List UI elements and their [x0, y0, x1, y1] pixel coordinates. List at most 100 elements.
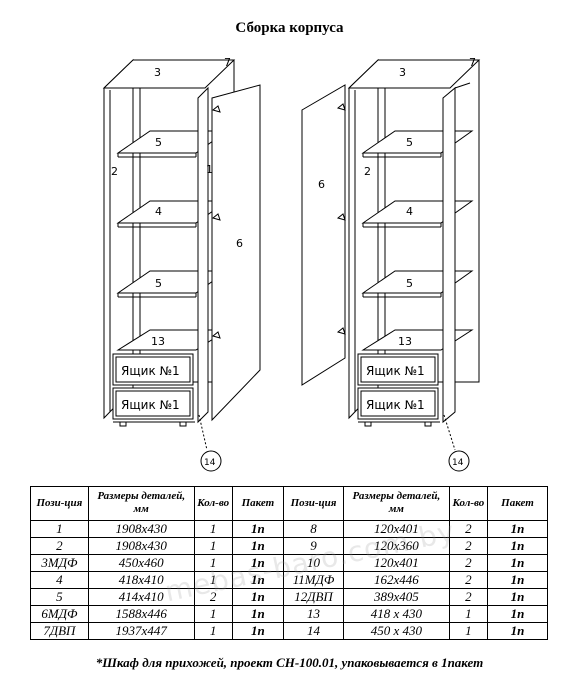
table-cell: 7ДВП — [30, 622, 89, 640]
table-cell: 2 — [30, 537, 89, 555]
table-cell: 2 — [448, 520, 488, 538]
table-cell: 1п — [486, 571, 549, 589]
drawer-label: Ящик №1 — [366, 364, 425, 378]
table-cell: 2 — [448, 537, 488, 555]
footnote: *Шкаф для прихожей, проект СН-100.01, уп… — [95, 655, 484, 670]
table-cell: 418 x 430 — [343, 605, 450, 623]
table-cell: 1п — [231, 571, 285, 589]
column-header: Размеры деталей, мм — [343, 486, 450, 521]
part-label: 6 — [236, 237, 243, 250]
table-header-row: Пози-ция Размеры деталей, мм Кол-во Паке… — [30, 486, 549, 521]
part-label: 3 — [154, 66, 161, 79]
table-cell: 14 — [283, 622, 344, 640]
table-cell: 8 — [283, 520, 344, 538]
part-label: 13 — [398, 335, 412, 348]
table-cell: 13 — [283, 605, 344, 623]
table-cell: 1п — [231, 537, 285, 555]
column-header: Пози-ция — [283, 486, 344, 521]
table-cell: 4 — [30, 571, 89, 589]
column-header: Кол-во — [448, 486, 488, 521]
table-row: 4 418x410 1 1п 11МДФ 162x446 2 1п — [30, 571, 549, 589]
table-cell: 1п — [231, 622, 285, 640]
table-cell: 1 — [448, 622, 488, 640]
table-cell: 1п — [231, 554, 285, 572]
table-cell: 1588x446 — [87, 605, 195, 623]
table-row: 1 1908x430 1 1п 8 120x401 2 1п — [30, 520, 549, 538]
part-label: 13 — [151, 335, 165, 348]
part-label: 3 — [399, 66, 406, 79]
parts-table: Пози-ция Размеры деталей, мм Кол-во Паке… — [30, 486, 549, 640]
table-cell: 9 — [283, 537, 344, 555]
table-cell: 120x401 — [343, 554, 450, 572]
table-cell: 450 x 430 — [343, 622, 450, 640]
table-cell: 414x410 — [87, 588, 195, 606]
left-cabinet — [102, 58, 261, 472]
table-cell: 389x405 — [343, 588, 450, 606]
table-cell: 1п — [486, 605, 549, 623]
table-cell: 2 — [448, 554, 488, 572]
table-row: 2 1908x430 1 1п 9 120x360 2 1п — [30, 537, 549, 555]
table-cell: 3МДФ — [30, 554, 89, 572]
callout-number: 14 — [452, 458, 464, 468]
table-row: 3МДФ 450x460 1 1п 10 120x401 2 1п — [30, 554, 549, 572]
table-cell: 6МДФ — [30, 605, 89, 623]
table-row: 7ДВП 1937x447 1 1п 14 450 x 430 1 1п — [30, 622, 549, 640]
table-cell: 2 — [448, 571, 488, 589]
table-cell: 1 — [30, 520, 89, 538]
table-cell: 2 — [193, 588, 233, 606]
table-cell: 1 — [193, 571, 233, 589]
table-cell: 120x360 — [343, 537, 450, 555]
table-cell: 418x410 — [87, 571, 195, 589]
column-header: Пакет — [486, 486, 549, 521]
table-cell: 5 — [30, 588, 89, 606]
table-cell: 2 — [448, 588, 488, 606]
part-label: 5 — [406, 136, 413, 149]
table-cell: 1п — [231, 520, 285, 538]
table-cell: 1908x430 — [87, 537, 195, 555]
part-label: 1 — [206, 163, 213, 176]
part-label: 7 — [469, 56, 476, 69]
table-cell: 1п — [486, 520, 549, 538]
table-row: 5 414x410 2 1п 12ДВП 389x405 2 1п — [30, 588, 549, 606]
part-label: 5 — [155, 136, 162, 149]
part-label: 4 — [406, 205, 413, 218]
table-cell: 162x446 — [343, 571, 450, 589]
right-cabinet — [347, 58, 481, 472]
table-cell: 1937x447 — [87, 622, 195, 640]
table-cell: 1 — [448, 605, 488, 623]
table-cell: 1 — [193, 554, 233, 572]
part-label: 5 — [155, 277, 162, 290]
column-header: Размеры деталей, мм — [87, 486, 195, 521]
drawer-label: Ящик №1 — [366, 398, 425, 412]
part-label: 2 — [364, 165, 371, 178]
column-header: Кол-во — [193, 486, 233, 521]
table-cell: 1 — [193, 537, 233, 555]
table-cell: 1п — [486, 622, 549, 640]
table-cell: 1п — [231, 588, 285, 606]
table-cell: 1 — [193, 520, 233, 538]
callout-number: 14 — [204, 458, 216, 468]
table-cell: 1п — [231, 605, 285, 623]
drawer-label: Ящик №1 — [121, 398, 180, 412]
table-cell: 11МДФ — [283, 571, 344, 589]
assembly-drawing: 3 7 2 1 5 4 5 6 13 Ящик №1 Ящик №1 14 3 … — [102, 56, 481, 472]
table-cell: 10 — [283, 554, 344, 572]
table-cell: 1 — [193, 622, 233, 640]
part-label: 5 — [406, 277, 413, 290]
table-cell: 120x401 — [343, 520, 450, 538]
part-label: 7 — [224, 56, 231, 69]
table-cell: 1п — [486, 537, 549, 555]
column-header: Пози-ция — [30, 486, 89, 521]
table-cell: 1п — [486, 588, 549, 606]
drawer-label: Ящик №1 — [121, 364, 180, 378]
detached-door — [301, 84, 346, 386]
column-header: Пакет — [231, 486, 285, 521]
part-label: 4 — [155, 205, 162, 218]
table-cell: 1п — [486, 554, 549, 572]
table-cell: 1 — [193, 605, 233, 623]
table-cell: 450x460 — [87, 554, 195, 572]
part-label: 2 — [111, 165, 118, 178]
part-label: 6 — [318, 178, 325, 191]
table-cell: 1908x430 — [87, 520, 195, 538]
page-title: Сборка корпуса — [235, 20, 344, 36]
